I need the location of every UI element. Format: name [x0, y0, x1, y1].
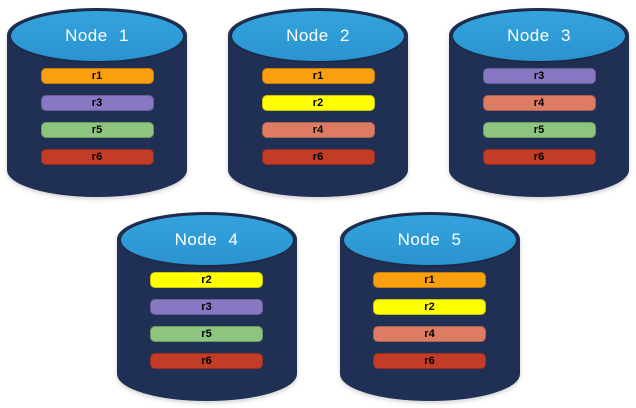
replica-label: r1: [312, 69, 324, 82]
replica-bar: r5: [40, 122, 154, 138]
replica-label: r5: [91, 123, 103, 136]
node-label: Node 2: [286, 26, 350, 45]
replica-label: r3: [201, 300, 212, 313]
replica-label: r6: [312, 150, 324, 163]
node-cylinder: Node 2 r1 r2 r4 r6: [228, 8, 408, 197]
node-cylinder: Node 3 r3 r4 r5 r6: [449, 8, 629, 197]
replica-bar-list: r3 r4 r5 r6: [449, 68, 629, 176]
replica-label: r4: [312, 123, 324, 136]
replica-bar: r6: [482, 149, 596, 165]
replica-label: r1: [424, 273, 435, 286]
node-cylinder: Node 5 r1 r2 r4 r6: [339, 212, 520, 401]
node-row-top: Node 1 r1 r3 r5 r6 Node 2 r1 r2 r4 r6 Node 3 r3 r4 r5…: [0, 8, 636, 197]
replica-bar-list: r2 r3 r5 r6: [117, 272, 297, 380]
replica-bar: r2: [150, 272, 263, 288]
replica-label: r2: [312, 96, 324, 109]
replica-bar: r2: [261, 95, 375, 111]
replica-bar: r3: [40, 95, 154, 111]
node-label: Node 3: [507, 26, 571, 45]
replica-bar: r2: [373, 299, 486, 315]
replica-label: r5: [201, 327, 212, 340]
replica-bar-list: r1 r2 r4 r6: [228, 68, 408, 176]
replica-label: r2: [201, 273, 212, 286]
node-cylinder: Node 1 r1 r3 r5 r6: [7, 8, 187, 197]
replica-label: r6: [424, 354, 435, 367]
replica-bar-list: r1 r2 r4 r6: [340, 272, 520, 380]
replica-label: r3: [533, 69, 545, 82]
replica-bar: r4: [482, 95, 596, 111]
replica-bar: r3: [482, 68, 596, 84]
replica-bar: r6: [373, 353, 486, 369]
replica-label: r4: [424, 327, 435, 340]
replica-bar: r6: [40, 149, 154, 165]
cylinder-top-ellipse: Node 1: [9, 9, 185, 63]
replica-bar: r4: [373, 326, 486, 342]
replica-bar: r6: [261, 149, 375, 165]
replica-label: r6: [91, 150, 103, 163]
replica-label: r6: [533, 150, 545, 163]
replica-bar: r1: [40, 68, 154, 84]
cylinder-top-ellipse: Node 2: [230, 9, 406, 63]
replica-label: r2: [424, 300, 435, 313]
replica-bar: r1: [261, 68, 375, 84]
replica-label: r6: [201, 354, 212, 367]
replica-bar: r5: [482, 122, 596, 138]
replica-label: r5: [533, 123, 545, 136]
node-cylinder: Node 4 r2 r3 r5 r6: [116, 212, 297, 401]
node-row-bottom: Node 4 r2 r3 r5 r6 Node 5 r1 r2 r4 r6: [0, 212, 636, 401]
replica-bar: r4: [261, 122, 375, 138]
node-label: Node 4: [174, 230, 239, 249]
cylinder-top-ellipse: Node 4: [118, 213, 295, 267]
replica-bar: r5: [150, 326, 263, 342]
replica-bar-list: r1 r3 r5 r6: [7, 68, 187, 176]
cylinder-top-ellipse: Node 5: [341, 213, 518, 267]
cylinder-top-ellipse: Node 3: [451, 9, 627, 63]
replica-label: r1: [91, 69, 103, 82]
replica-bar: r3: [150, 299, 263, 315]
replica-label: r3: [91, 96, 103, 109]
node-label: Node 1: [65, 26, 129, 45]
node-label: Node 5: [397, 230, 462, 249]
replica-bar: r6: [150, 353, 263, 369]
replica-label: r4: [533, 96, 545, 109]
replica-bar: r1: [373, 272, 486, 288]
